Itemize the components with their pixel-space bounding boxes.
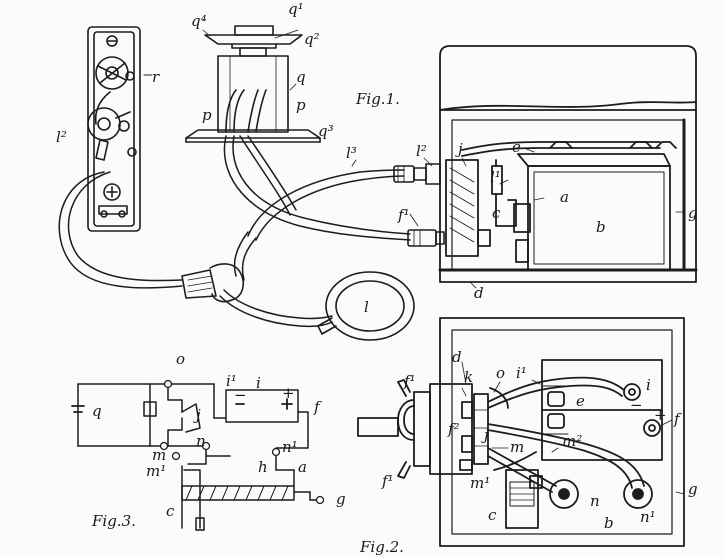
fig3-label-m1: m¹ <box>146 462 166 480</box>
fig1-label-q2: q² <box>304 30 320 48</box>
fig2-label-m1: m¹ <box>470 474 490 492</box>
plug-top <box>394 164 440 184</box>
battery-box-g <box>440 46 696 282</box>
fig1-label-c: c <box>492 204 501 222</box>
fig3-label-g: g <box>336 490 346 508</box>
handset-r <box>88 27 152 231</box>
fig2-label-f: f <box>673 410 682 428</box>
fig3-label-q: q <box>92 402 102 420</box>
fig1-label-g: g <box>688 204 698 222</box>
fig3-label-j: j <box>193 406 201 424</box>
fig1-label-q: q <box>296 68 306 86</box>
fig1-label-l3: l³ <box>346 144 357 162</box>
fig1-label-b: b <box>596 218 606 236</box>
fig3-label-h: h <box>258 458 268 476</box>
fig1-label-r: r <box>152 68 160 86</box>
fig2-drawing: d k o i¹ i − f¹ f² j e + f m m² m¹ f¹ c … <box>358 318 698 556</box>
fig1-label-q3: q³ <box>318 122 334 140</box>
fig1-label-p-left: p <box>202 106 212 124</box>
fig1-label-f1: f¹ <box>397 206 410 224</box>
plug-bottom <box>408 230 444 246</box>
fig3-label-c: c <box>166 502 175 520</box>
fig2-label-n1: n¹ <box>640 508 656 526</box>
fig2-label-g: g <box>688 480 698 498</box>
fig2-label-f2: f² <box>447 420 460 438</box>
fig2-label-i1: i¹ <box>516 364 527 382</box>
fig2-label-c: c <box>488 506 497 524</box>
fig1-label-q1: q¹ <box>288 0 304 18</box>
fig3-label-a: a <box>298 458 307 476</box>
fig2-label-f1-bottom: f¹ <box>381 472 394 490</box>
fig3-label-f: f <box>313 398 322 416</box>
fig2-label-m2: m² <box>562 432 582 450</box>
fig2-label-k: k <box>464 368 473 386</box>
fig2-label-d: d <box>452 348 462 366</box>
fig3-label-o: o <box>176 350 185 368</box>
fig1-label-d: d <box>474 284 484 302</box>
fig2-caption: Fig.2. <box>359 538 404 556</box>
fig1-label-a: a <box>560 188 569 206</box>
fig3-label-n: n <box>196 432 206 450</box>
fig3-label-n1: n¹ <box>282 438 298 456</box>
fig2-label-e: e <box>576 392 585 410</box>
fig2-box <box>358 318 684 546</box>
fig1-label-l1: l¹ <box>490 168 501 186</box>
fig1-label-l: l <box>364 298 369 316</box>
fig2-label-b: b <box>604 514 614 532</box>
fig2-label-minus: − <box>630 396 643 414</box>
fig3-label-minus: − <box>234 386 247 404</box>
fig2-label-m: m <box>510 438 524 456</box>
fig1-label-l2-plug: l² <box>416 142 427 160</box>
fig3-label-i: i <box>256 374 261 392</box>
fig2-label-f1-top: f¹ <box>403 372 416 390</box>
fig2-label-plus: + <box>654 406 667 424</box>
fig1-label-e: e <box>512 138 521 156</box>
fig3-caption: Fig.3. <box>91 512 136 530</box>
fig2-label-i: i <box>646 376 651 394</box>
fig1-drawing: q⁴ q¹ q² q q³ r l² p p Fig.1. l³ l² j e … <box>56 0 698 340</box>
fig2-label-o: o <box>496 364 505 382</box>
fig3-drawing: o i¹ i − + f q j m n n¹ m¹ h a c g Fig.3… <box>72 350 346 530</box>
fig1-label-j: j <box>455 140 463 158</box>
fig1-label-l2-handset: l² <box>56 128 67 146</box>
fig2-label-n: n <box>590 492 600 510</box>
fig3-label-plus: + <box>282 384 295 402</box>
fig2-label-j: j <box>481 426 489 444</box>
fig1-caption: Fig.1. <box>355 90 400 108</box>
fig1-label-q4: q⁴ <box>191 12 207 30</box>
fig1-label-p-right: p <box>296 96 306 114</box>
